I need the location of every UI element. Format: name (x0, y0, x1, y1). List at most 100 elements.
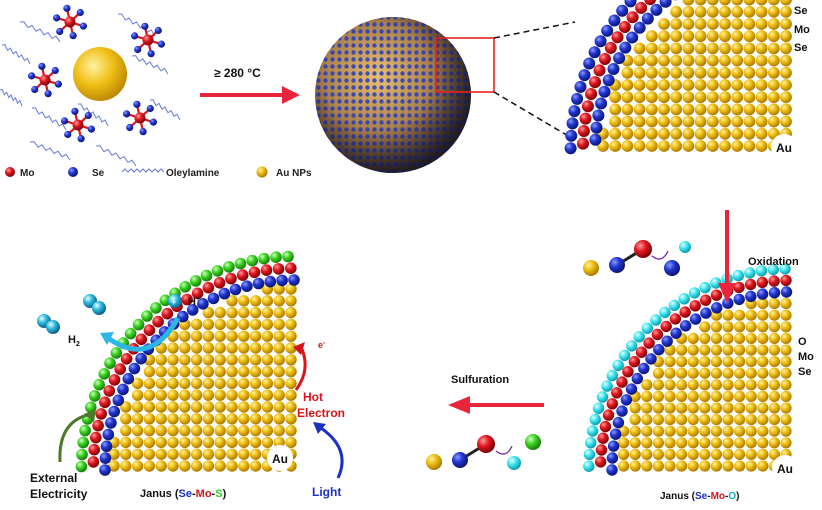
au-atom (226, 342, 238, 354)
au-atom (190, 377, 203, 390)
au-atom (743, 5, 756, 18)
o-layer-atom (710, 277, 722, 289)
au-atom (273, 365, 285, 378)
o-layer-atom (767, 263, 779, 276)
precursor-mixture (0, 4, 181, 167)
mo-layer-atom (643, 337, 655, 349)
au-atom (664, 367, 676, 379)
au-atom (273, 401, 285, 413)
mo-layer-atom (595, 444, 608, 456)
au-atom (249, 295, 262, 307)
mo-layer-atom (87, 456, 100, 468)
au-atom (743, 103, 756, 116)
mo-atom (64, 16, 76, 28)
au-atom (202, 413, 215, 425)
au-atom (682, 18, 695, 30)
mo-layer-atom (635, 346, 648, 358)
au-atom (719, 66, 731, 79)
au-atom (273, 318, 285, 331)
se-atom (84, 111, 92, 120)
au-atom (645, 127, 658, 140)
au-atom (261, 342, 274, 354)
au-atom (143, 377, 156, 390)
au-atom (226, 354, 238, 366)
au-atom (658, 140, 670, 152)
au-atom (699, 448, 711, 460)
au-atom (670, 79, 683, 91)
au-nanoparticle (73, 47, 127, 101)
au-atom (652, 402, 665, 414)
au-atom (190, 365, 203, 378)
au-core-badge-ox (772, 455, 798, 481)
se-layer-atom (218, 287, 231, 300)
se-layer-atom (186, 304, 199, 316)
s-layer-atom (159, 294, 172, 307)
au-atom (629, 437, 641, 449)
mo-layer-atom (756, 276, 768, 289)
legend-oleylamine-label: Oleylamine (166, 168, 220, 179)
au-atom (645, 140, 658, 152)
s-layer-atom (200, 269, 213, 282)
mo-layer-atom (272, 263, 285, 275)
au-atom (120, 401, 132, 413)
au-atom (755, 5, 768, 18)
au-atom (633, 42, 646, 55)
au-atom (641, 425, 653, 437)
au-atom (238, 365, 250, 378)
au-atom (745, 379, 757, 391)
au-atom (143, 389, 156, 401)
au-atom (722, 321, 734, 333)
au-atom (273, 306, 285, 319)
se-layer-atom (609, 428, 622, 440)
au-atom (694, 115, 707, 128)
au-atom (745, 321, 757, 333)
au-atom (670, 30, 683, 43)
au-atom (699, 460, 711, 472)
au-atom (131, 436, 144, 449)
se-atom (126, 123, 134, 132)
au-atom (238, 424, 250, 437)
au-atom (155, 448, 167, 460)
au-atom (768, 402, 781, 414)
au-atom (722, 390, 734, 402)
electricity-label: Electricity (30, 487, 88, 501)
se-atom (141, 22, 149, 30)
au-atom (238, 389, 250, 401)
au-atom (238, 318, 250, 331)
au-atom (719, 42, 731, 55)
au-atom (609, 127, 622, 140)
au-atom (167, 413, 179, 425)
au-atom (190, 318, 203, 331)
se-layer-atom (612, 416, 625, 429)
mo-layer-atom (92, 419, 104, 432)
au-atom (670, 103, 683, 116)
mo-layer-atom (181, 293, 193, 306)
o-layer-atom (592, 402, 605, 414)
se-layer-atom (99, 464, 111, 476)
au-atom (743, 140, 756, 152)
au-atom (249, 389, 262, 401)
au-atom (734, 309, 746, 321)
au-atom (757, 332, 769, 344)
se-layer-atom (711, 302, 723, 314)
se-atom (54, 80, 62, 88)
mo-layer-atom (579, 112, 592, 125)
au-atom (706, 18, 719, 30)
au-atom (780, 344, 792, 356)
mo-layer-atom (135, 333, 148, 346)
au-atom (190, 330, 203, 342)
se-atom (134, 45, 142, 54)
se-atom (63, 4, 71, 12)
au-atom (706, 91, 719, 104)
au-atom (694, 140, 707, 152)
mo-atom (134, 112, 146, 124)
au-atom (190, 389, 203, 401)
h2-atom-2 (46, 320, 60, 334)
au-atom (682, 0, 695, 6)
au-atom (699, 332, 711, 344)
au-core-label-s: Au (272, 452, 288, 466)
h-plus-label: H+ (188, 296, 200, 308)
au-atom (214, 354, 226, 366)
au-atom (120, 413, 132, 425)
au-atom (755, 42, 768, 55)
